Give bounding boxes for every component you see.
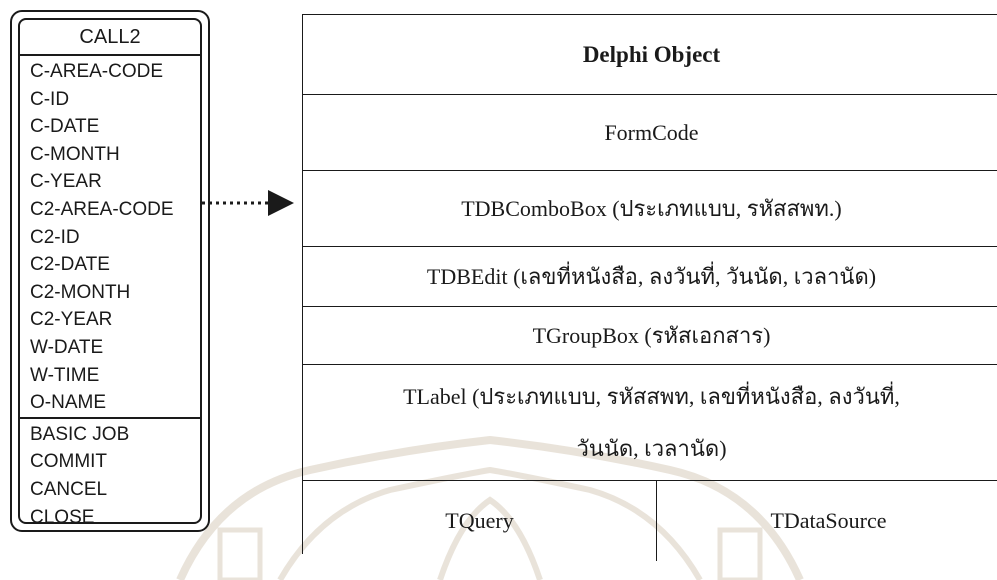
field-item: C2-ID (30, 226, 80, 248)
dotted-arrow (202, 190, 294, 216)
method-item: CLOSE (30, 506, 95, 524)
delphi-object-table: Delphi Object FormCode TDBComboBox (ประเ… (302, 14, 997, 561)
field-item: W-DATE (30, 336, 104, 358)
entity-inner: CALL2 C-AREA-CODE C-ID C-DATE C-MONTH C-… (18, 18, 202, 524)
field-item: C-ID (30, 88, 70, 110)
field-item: O-NAME (30, 392, 106, 414)
field-item: C-YEAR (30, 171, 102, 193)
field-item: C-MONTH (30, 143, 120, 165)
method-item: BASIC JOB (30, 423, 130, 445)
table-row: TDBComboBox (ประเภทแบบ, รหัสสพท.) (303, 171, 997, 247)
field-item: C-AREA-CODE (30, 61, 164, 82)
table-row: TGroupBox (รหัสเอกสาร) (303, 307, 997, 365)
entity-title: CALL2 (20, 20, 200, 56)
field-item: W-TIME (30, 364, 100, 386)
field-item: C-DATE (30, 116, 100, 138)
table-row: TDBEdit (เลขที่หนังสือ, ลงวันที่, วันนัด… (303, 247, 997, 307)
field-item: C2-YEAR (30, 309, 113, 331)
method-item: CANCEL (30, 478, 108, 500)
label-row-line2: วันนัด, เวลานัด) (576, 435, 727, 461)
table-row: FormCode (303, 95, 997, 171)
split-cell-left: TQuery (303, 481, 657, 561)
entity-box: CALL2 C-AREA-CODE C-ID C-DATE C-MONTH C-… (10, 10, 210, 532)
entity-field-list: C-AREA-CODE C-ID C-DATE C-MONTH C-YEAR C… (20, 56, 200, 417)
field-item: C2-DATE (30, 254, 110, 276)
field-item: C2-AREA-CODE (30, 198, 174, 220)
field-item: C2-MONTH (30, 281, 131, 303)
table-row-label: TLabel (ประเภทแบบ, รหัสสพท, เลขที่หนังสื… (303, 365, 997, 481)
method-item: COMMIT (30, 451, 108, 473)
split-cell-right: TDataSource (770, 508, 887, 533)
table-header: Delphi Object (303, 15, 997, 95)
label-row-line1: TLabel (ประเภทแบบ, รหัสสพท, เลขที่หนังสื… (403, 383, 900, 409)
table-row-split: TQuery TDataSource (303, 481, 997, 561)
entity-method-list: BASIC JOB COMMIT CANCEL CLOSE (20, 416, 200, 524)
